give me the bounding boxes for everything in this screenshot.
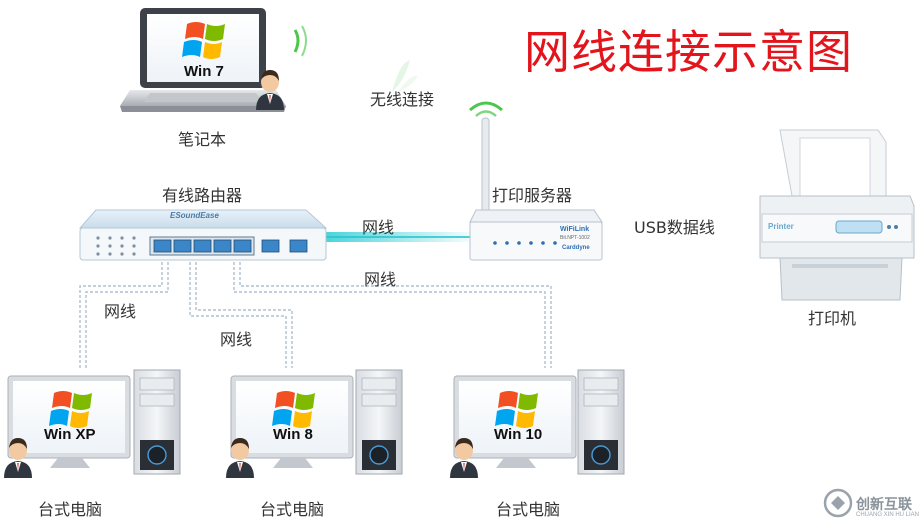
wired-router bbox=[78, 209, 328, 261]
server-model-text: Bit.NPT-1002 bbox=[560, 235, 590, 241]
print-server-label: 打印服务器 bbox=[492, 186, 573, 205]
watermark-subtext: CHUANG XIN HU LIAN bbox=[856, 512, 920, 518]
print-server bbox=[469, 117, 603, 261]
os-label-laptop: Win 7 bbox=[184, 63, 224, 80]
os-label-pc2: Win 8 bbox=[273, 426, 313, 443]
desktop-pc-3 bbox=[450, 369, 625, 478]
cable-label: 网线 bbox=[220, 330, 253, 349]
cable-label: 网线 bbox=[104, 302, 137, 321]
laptop-label: 笔记本 bbox=[178, 130, 227, 149]
printer-brand-text: Printer bbox=[768, 222, 794, 231]
os-label-pc1: Win XP bbox=[44, 426, 96, 443]
wifi-wave-icon bbox=[293, 29, 300, 53]
wifi-wave-icon bbox=[301, 25, 307, 57]
router-label: 有线路由器 bbox=[162, 186, 243, 205]
diagram-title: 网线连接示意图 bbox=[524, 25, 853, 79]
router-brand-text: ESoundEase bbox=[170, 211, 219, 220]
printer bbox=[759, 129, 915, 301]
watermark-text: 创新互联 bbox=[856, 496, 912, 512]
wifi-signal-icon bbox=[392, 60, 418, 92]
cable-label: 网线 bbox=[362, 218, 395, 237]
desktop-label-1: 台式电脑 bbox=[38, 500, 103, 519]
desktop-label-3: 台式电脑 bbox=[496, 500, 561, 519]
antenna-signal-icon bbox=[469, 101, 503, 117]
wireless-label: 无线连接 bbox=[370, 90, 435, 109]
desktop-pc-2 bbox=[226, 369, 403, 478]
server-brand-text: WiFiLink bbox=[560, 226, 590, 233]
server-logo-text: Carddyne bbox=[562, 245, 590, 251]
laptop bbox=[120, 8, 286, 112]
printer-label: 打印机 bbox=[808, 309, 857, 328]
usb-cable-label: USB数据线 bbox=[634, 218, 715, 237]
desktop-label-2: 台式电脑 bbox=[260, 500, 325, 519]
cable-label: 网线 bbox=[364, 270, 397, 289]
ethernet-cables bbox=[79, 252, 552, 368]
os-label-pc3: Win 10 bbox=[494, 426, 543, 443]
watermark-logo-icon bbox=[823, 488, 853, 518]
desktop-pc-1 bbox=[4, 369, 181, 478]
